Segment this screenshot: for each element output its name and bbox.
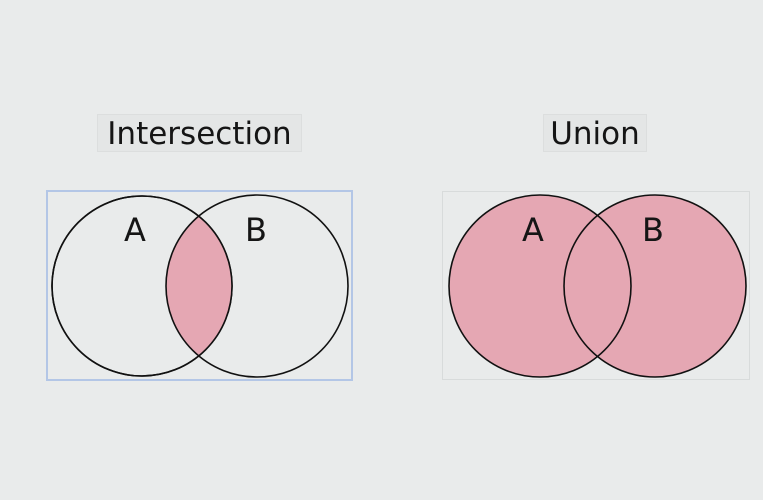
- union-title: Union: [543, 114, 647, 152]
- union-venn: A B: [448, 194, 747, 378]
- intersection-shaded-region: [166, 196, 232, 376]
- intersection-venn: A B: [51, 194, 349, 378]
- intersection-diagram-frame[interactable]: [46, 190, 353, 381]
- union-set-b-label: B: [642, 211, 664, 249]
- union-diagram-frame: [442, 191, 750, 380]
- union-set-a-circle: [448, 194, 632, 378]
- union-set-b-circle: [563, 194, 747, 378]
- union-set-a-label: A: [522, 211, 544, 249]
- intersection-set-b-label: B: [245, 211, 267, 249]
- intersection-set-a-outline: [51, 195, 233, 377]
- intersection-title: Intersection: [97, 114, 302, 152]
- intersection-set-a-label: A: [124, 211, 146, 249]
- intersection-set-b-circle: [165, 194, 349, 378]
- union-set-b-fill: [564, 195, 746, 377]
